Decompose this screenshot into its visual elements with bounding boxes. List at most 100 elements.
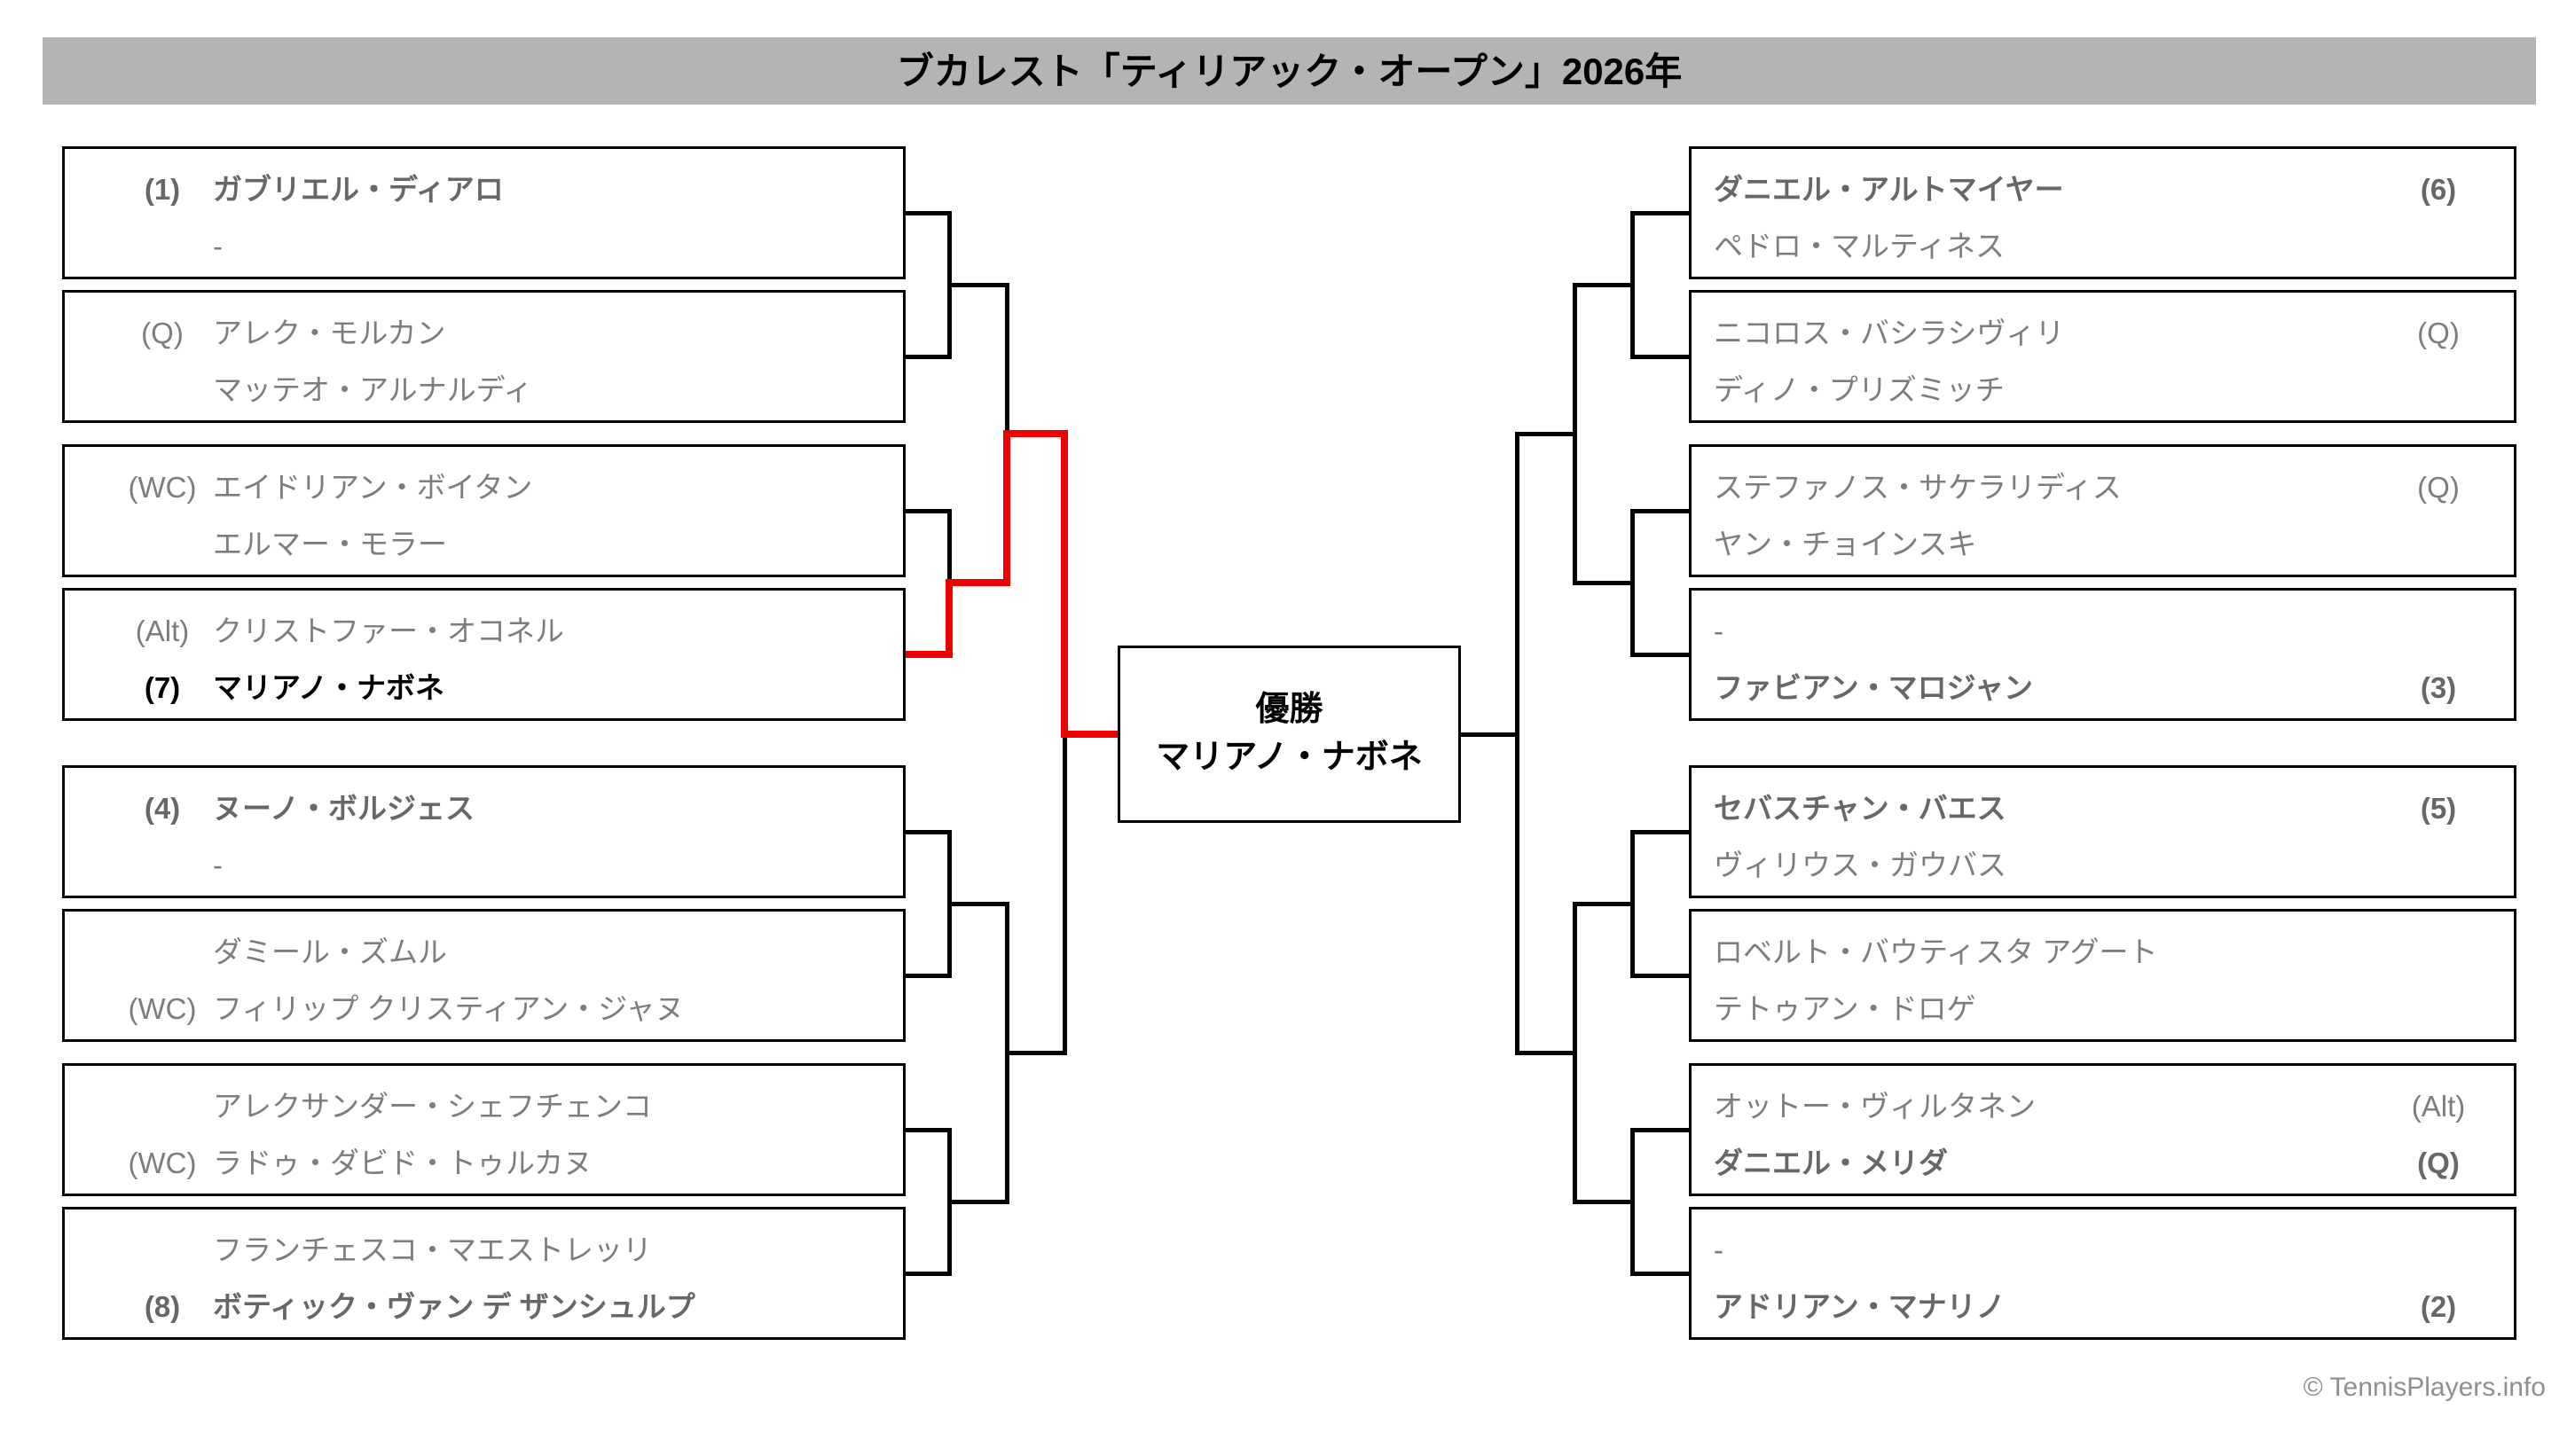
bracket-line <box>1004 282 1009 436</box>
player-row: (6)ダニエル・アルトマイヤー <box>1692 168 2514 211</box>
copyright-link[interactable]: © TennisPlayers.info <box>2303 1373 2546 1402</box>
bracket-line <box>949 901 1007 906</box>
seed-label: (Q) <box>141 317 184 349</box>
bracket-line <box>906 210 949 215</box>
seed-label: (Alt) <box>135 614 190 647</box>
bracket-line <box>1062 732 1067 1055</box>
player-row: (1) ガブリエル・ディアロ <box>65 168 903 211</box>
winner-path-line <box>906 651 949 658</box>
player-name: フランチェスコ・マエストレッリ <box>213 1233 652 1266</box>
match-box-left-7: アレクサンダー・シェフチェンコ (WC)ラドゥ・ダビド・トゥルカヌ <box>62 1063 906 1196</box>
seed-label: (Alt) <box>2411 1090 2466 1123</box>
match-box-left-3: (WC)エイドリアン・ボイタンエルマー・モラー <box>62 444 906 577</box>
match-box-right-3: (Q)ステファノス・サケラリディスヤン・チョインスキ <box>1689 444 2516 577</box>
bracket-line <box>1632 652 1689 657</box>
match-box-right-1: (6)ダニエル・アルトマイヤーペドロ・マルティネス <box>1689 146 2516 279</box>
seed-label: (3) <box>2420 671 2457 704</box>
match-box-right-7: (Alt) オットー・ヴィルタネン (Q)ダニエル・メリダ <box>1689 1063 2516 1196</box>
bracket-line <box>1574 901 1632 906</box>
winner-path-line <box>1003 430 1010 586</box>
player-name: ロベルト・バウティスタ アグート <box>1714 935 2158 968</box>
player-name: ダミール・ズムル <box>213 935 447 968</box>
player-row: ディノ・プリズミッチ <box>1692 369 2514 411</box>
player-name: エイドリアン・ボイタン <box>213 471 533 504</box>
player-row: (8)ボティック・ヴァン デ ザンシュルプ <box>65 1286 903 1328</box>
player-name: ガブリエル・ディアロ <box>213 173 504 206</box>
champion-name: マリアノ・ナボネ <box>1156 739 1423 776</box>
player-name: マリアノ・ナボネ <box>213 671 445 704</box>
player-row: ダミール・ズムル <box>65 931 903 974</box>
player-name: テトゥアン・ドロゲ <box>1714 992 1976 1025</box>
match-box-right-5: (5)セバスチャン・バエスヴィリウス・ガウバス <box>1689 765 2516 898</box>
match-box-left-8: フランチェスコ・マエストレッリ (8)ボティック・ヴァン デ ザンシュルプ <box>62 1207 906 1340</box>
title-bar: ブカレスト「ティリアック・オープン」2026年 <box>43 37 2536 105</box>
champion-box: 優勝 マリアノ・ナボネ <box>1118 646 1461 823</box>
player-row: マッテオ・アルナルディ <box>65 369 903 411</box>
player-row: (3)ファビアン・マロジャン <box>1692 667 2514 709</box>
bracket-line <box>949 282 1007 287</box>
bracket-line <box>906 1271 949 1276</box>
player-row: ヴィリウス・ガウバス <box>1692 844 2514 887</box>
player-name: ラドゥ・ダビド・トゥルカヌ <box>213 1147 593 1179</box>
player-name: マッテオ・アルナルディ <box>213 373 533 406</box>
match-box-right-2: (Q)ニコロス・バシラシヴィリディノ・プリズミッチ <box>1689 290 2516 423</box>
player-row: エルマー・モラー <box>65 523 903 566</box>
player-row: アレクサンダー・シェフチェンコ <box>65 1085 903 1128</box>
player-row: - <box>65 844 903 887</box>
seed-label: (7) <box>144 671 181 704</box>
player-row: (2)アドリアン・マナリノ <box>1692 1286 2514 1328</box>
bracket-line <box>1632 210 1689 215</box>
winner-path-line <box>1007 430 1064 437</box>
bracket-line <box>1632 829 1689 834</box>
seed-label: (5) <box>2420 792 2457 825</box>
bracket-line <box>906 973 949 978</box>
player-name: クリストファー・オコネル <box>213 614 564 647</box>
match-box-left-4: (Alt) クリストファー・オコネル (7) マリアノ・ナボネ <box>62 588 906 721</box>
player-name: ペドロ・マルティネス <box>1714 230 2006 262</box>
bracket-line <box>1517 1050 1574 1055</box>
bracket-line <box>1572 282 1577 585</box>
player-row: フランチェスコ・マエストレッリ <box>65 1229 903 1272</box>
seed-label: (1) <box>144 173 181 206</box>
page-title: ブカレスト「ティリアック・オープン」2026年 <box>896 51 1683 92</box>
player-row: (Q)ステファノス・サケラリディス <box>1692 466 2514 509</box>
seed-label: (Q) <box>2417 1147 2460 1179</box>
player-name: アレクサンダー・シェフチェンコ <box>213 1090 652 1123</box>
player-name: - <box>213 230 223 262</box>
player-row: (WC)ラドゥ・ダビド・トゥルカヌ <box>65 1142 903 1185</box>
player-row: (Alt) クリストファー・オコネル <box>65 610 903 653</box>
winner-path-line <box>949 579 1007 586</box>
seed-label: (4) <box>144 792 181 825</box>
bracket-line <box>1574 282 1632 287</box>
player-row: (Alt) オットー・ヴィルタネン <box>1692 1085 2514 1128</box>
player-row: - <box>1692 610 2514 653</box>
bracket-line <box>1632 354 1689 359</box>
player-name: ヌーノ・ボルジェス <box>213 792 475 825</box>
player-row: (5)セバスチャン・バエス <box>1692 787 2514 830</box>
match-box-left-6: ダミール・ズムル(WC)フィリップ クリスティアン・ジャヌ <box>62 909 906 1042</box>
player-name: - <box>213 849 223 881</box>
bracket-line <box>1574 1199 1632 1204</box>
seed-label: (2) <box>2420 1290 2457 1323</box>
player-row: ロベルト・バウティスタ アグート <box>1692 931 2514 974</box>
bracket-line <box>1517 431 1574 436</box>
player-name: ヴィリウス・ガウバス <box>1714 849 2006 881</box>
player-name: エルマー・モラー <box>213 528 447 560</box>
player-row: ペドロ・マルティネス <box>1692 225 2514 268</box>
bracket-line <box>906 1127 949 1132</box>
player-row: (Q)ニコロス・バシラシヴィリ <box>1692 312 2514 355</box>
player-name: フィリップ クリスティアン・ジャヌ <box>213 992 685 1025</box>
player-row: (WC)エイドリアン・ボイタン <box>65 466 903 509</box>
bracket-line <box>1514 431 1519 1055</box>
player-row: (Q)ダニエル・メリダ <box>1692 1142 2514 1185</box>
bracket-line <box>906 829 949 834</box>
player-name: ステファノス・サケラリディス <box>1714 471 2122 504</box>
bracket-line <box>1629 508 1635 657</box>
seed-label: (Q) <box>2417 317 2460 349</box>
player-name: オットー・ヴィルタネン <box>1714 1090 2036 1123</box>
bracket-line <box>1574 580 1632 585</box>
bracket-line <box>1007 1050 1064 1055</box>
player-name: ヤン・チョインスキ <box>1714 528 1977 560</box>
seed-label: (6) <box>2420 173 2457 206</box>
match-box-right-6: ロベルト・バウティスタ アグートテトゥアン・ドロゲ <box>1689 909 2516 1042</box>
